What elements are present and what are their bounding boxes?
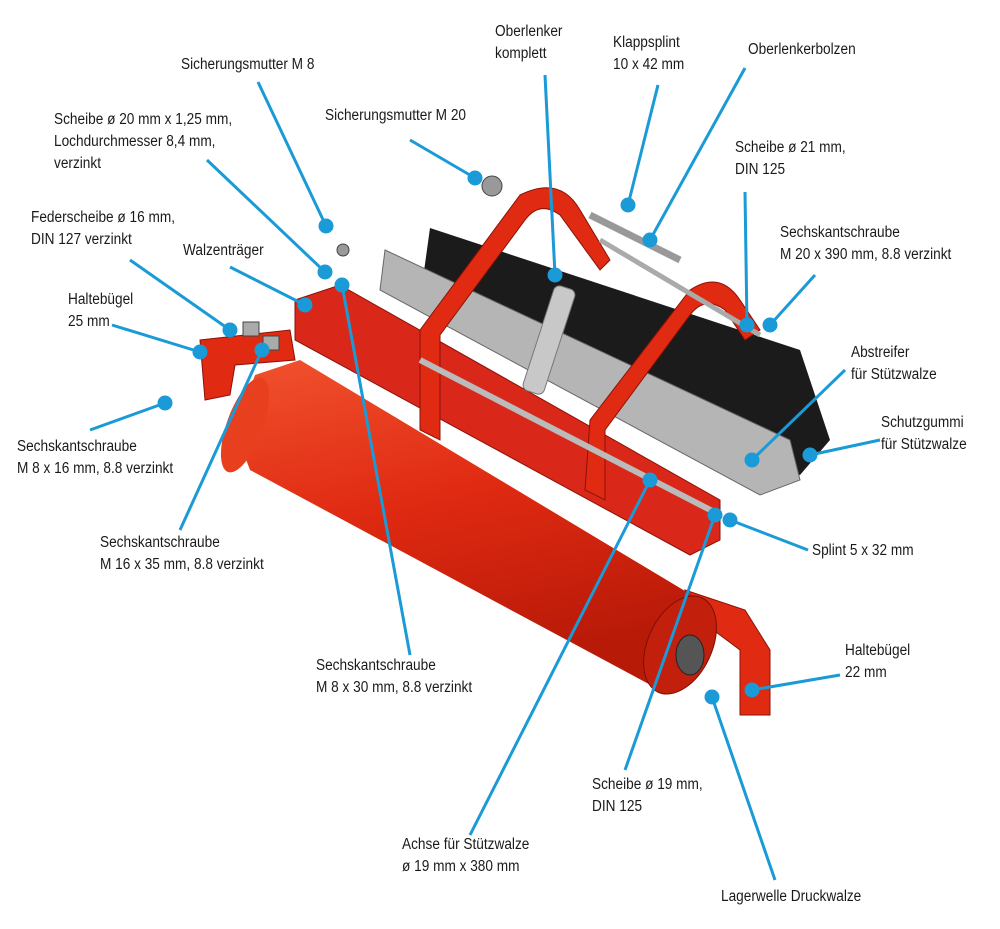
callout-sicherungsmutter-m8 <box>256 81 328 227</box>
callout-federscheibe <box>129 258 231 332</box>
callout-oberlenkerbolzen <box>648 67 747 241</box>
oberlenker-part <box>522 285 576 395</box>
schraube-m20-part <box>598 237 762 338</box>
callout-dot <box>802 447 818 463</box>
callout-sechskant-m8x30 <box>340 284 412 656</box>
label-oberlenker: Oberlenker komplett <box>495 23 563 62</box>
callout-dot <box>467 170 483 186</box>
mutter-m8-part <box>336 243 350 257</box>
label-lagerwelle: Lagerwelle Druckwalze <box>721 888 862 905</box>
callout-dot <box>157 395 173 411</box>
mutter-m20-part <box>481 175 503 197</box>
abstreifer-part <box>379 249 801 496</box>
callout-dot <box>739 317 755 333</box>
callout-dot <box>222 322 238 338</box>
callout-haltebuegel-25 <box>111 323 201 354</box>
callout-lagerwelle <box>710 696 777 881</box>
callout-dot <box>192 344 208 360</box>
label-scheibe-21: Scheibe ø 21 mm, DIN 125 <box>735 139 846 178</box>
label-oberlenkerbolzen: Oberlenkerbolzen <box>748 41 856 58</box>
callout-sechskant-m16x35 <box>178 349 264 531</box>
callout-dot <box>642 232 658 248</box>
label-achse: Achse für Stützwalze ø 19 mm x 380 mm <box>402 836 530 875</box>
oberlenker-bracket-left <box>419 187 611 441</box>
callout-oberlenker <box>543 74 557 276</box>
label-splint: Splint 5 x 32 mm <box>812 542 914 559</box>
schraube-m16-part <box>242 321 260 337</box>
callout-walzentraeger <box>229 265 306 307</box>
label-sechskant-m8x30: Sechskantschraube M 8 x 30 mm, 8.8 verzi… <box>316 657 473 696</box>
label-haltebuegel-25: Haltebügel 25 mm <box>68 291 134 330</box>
callout-schutzgummi <box>809 438 881 457</box>
label-scheibe-20: Scheibe ø 20 mm x 1,25 mm, Lochdurchmess… <box>54 111 233 172</box>
callout-klappsplint <box>626 84 660 206</box>
bolzen-part <box>588 211 682 264</box>
callout-abstreifer <box>750 368 847 462</box>
label-sechskant-m20: Sechskantschraube M 20 x 390 mm, 8.8 ver… <box>780 224 952 263</box>
label-sicherungsmutter-m8: Sicherungsmutter M 8 <box>181 56 315 73</box>
callout-dot <box>722 512 738 528</box>
label-klappsplint: Klappsplint 10 x 42 mm <box>613 34 685 73</box>
callout-scheibe-21 <box>743 191 749 326</box>
callout-dot <box>642 472 658 488</box>
label-sechskant-m16x35: Sechskantschraube M 16 x 35 mm, 8.8 verz… <box>100 534 264 573</box>
callout-sicherungsmutter-m20 <box>409 138 476 180</box>
callout-scheibe-20 <box>205 158 327 274</box>
label-federscheibe: Federscheibe ø 16 mm, DIN 127 verzinkt <box>31 209 176 248</box>
label-sechskant-m8x16: Sechskantschraube M 8 x 16 mm, 8.8 verzi… <box>17 438 174 477</box>
callout-dot <box>744 452 760 468</box>
callout-scheibe-19 <box>623 514 717 771</box>
oberlenker-bracket-right <box>584 281 761 501</box>
callout-dot <box>547 267 563 283</box>
callout-dot <box>704 689 720 705</box>
callout-dot <box>334 277 350 293</box>
label-sicherungsmutter-m20: Sicherungsmutter M 20 <box>325 107 467 124</box>
callout-splint <box>729 518 809 552</box>
callout-dot <box>297 297 313 313</box>
callout-haltebuegel-22 <box>751 673 841 692</box>
label-scheibe-19: Scheibe ø 19 mm, DIN 125 <box>592 776 703 815</box>
callout-achse <box>468 479 652 836</box>
callout-lines <box>89 67 881 881</box>
label-abstreifer: Abstreifer für Stützwalze <box>851 344 937 383</box>
label-schutzgummi: Schutzgummi für Stützwalze <box>881 414 967 453</box>
callout-dot <box>744 682 760 698</box>
label-walzentraeger: Walzenträger <box>183 242 264 259</box>
callout-dot <box>707 507 723 523</box>
callout-sechskant-m8x16 <box>89 401 166 432</box>
callout-dot <box>620 197 636 213</box>
label-haltebuegel-22: Haltebügel 22 mm <box>845 642 911 681</box>
callout-dot <box>762 317 778 333</box>
callout-dot <box>317 264 333 280</box>
achse-part <box>418 357 722 518</box>
callout-sechskant-m20 <box>768 273 817 327</box>
callout-dot <box>254 342 270 358</box>
callout-dot <box>318 218 334 234</box>
